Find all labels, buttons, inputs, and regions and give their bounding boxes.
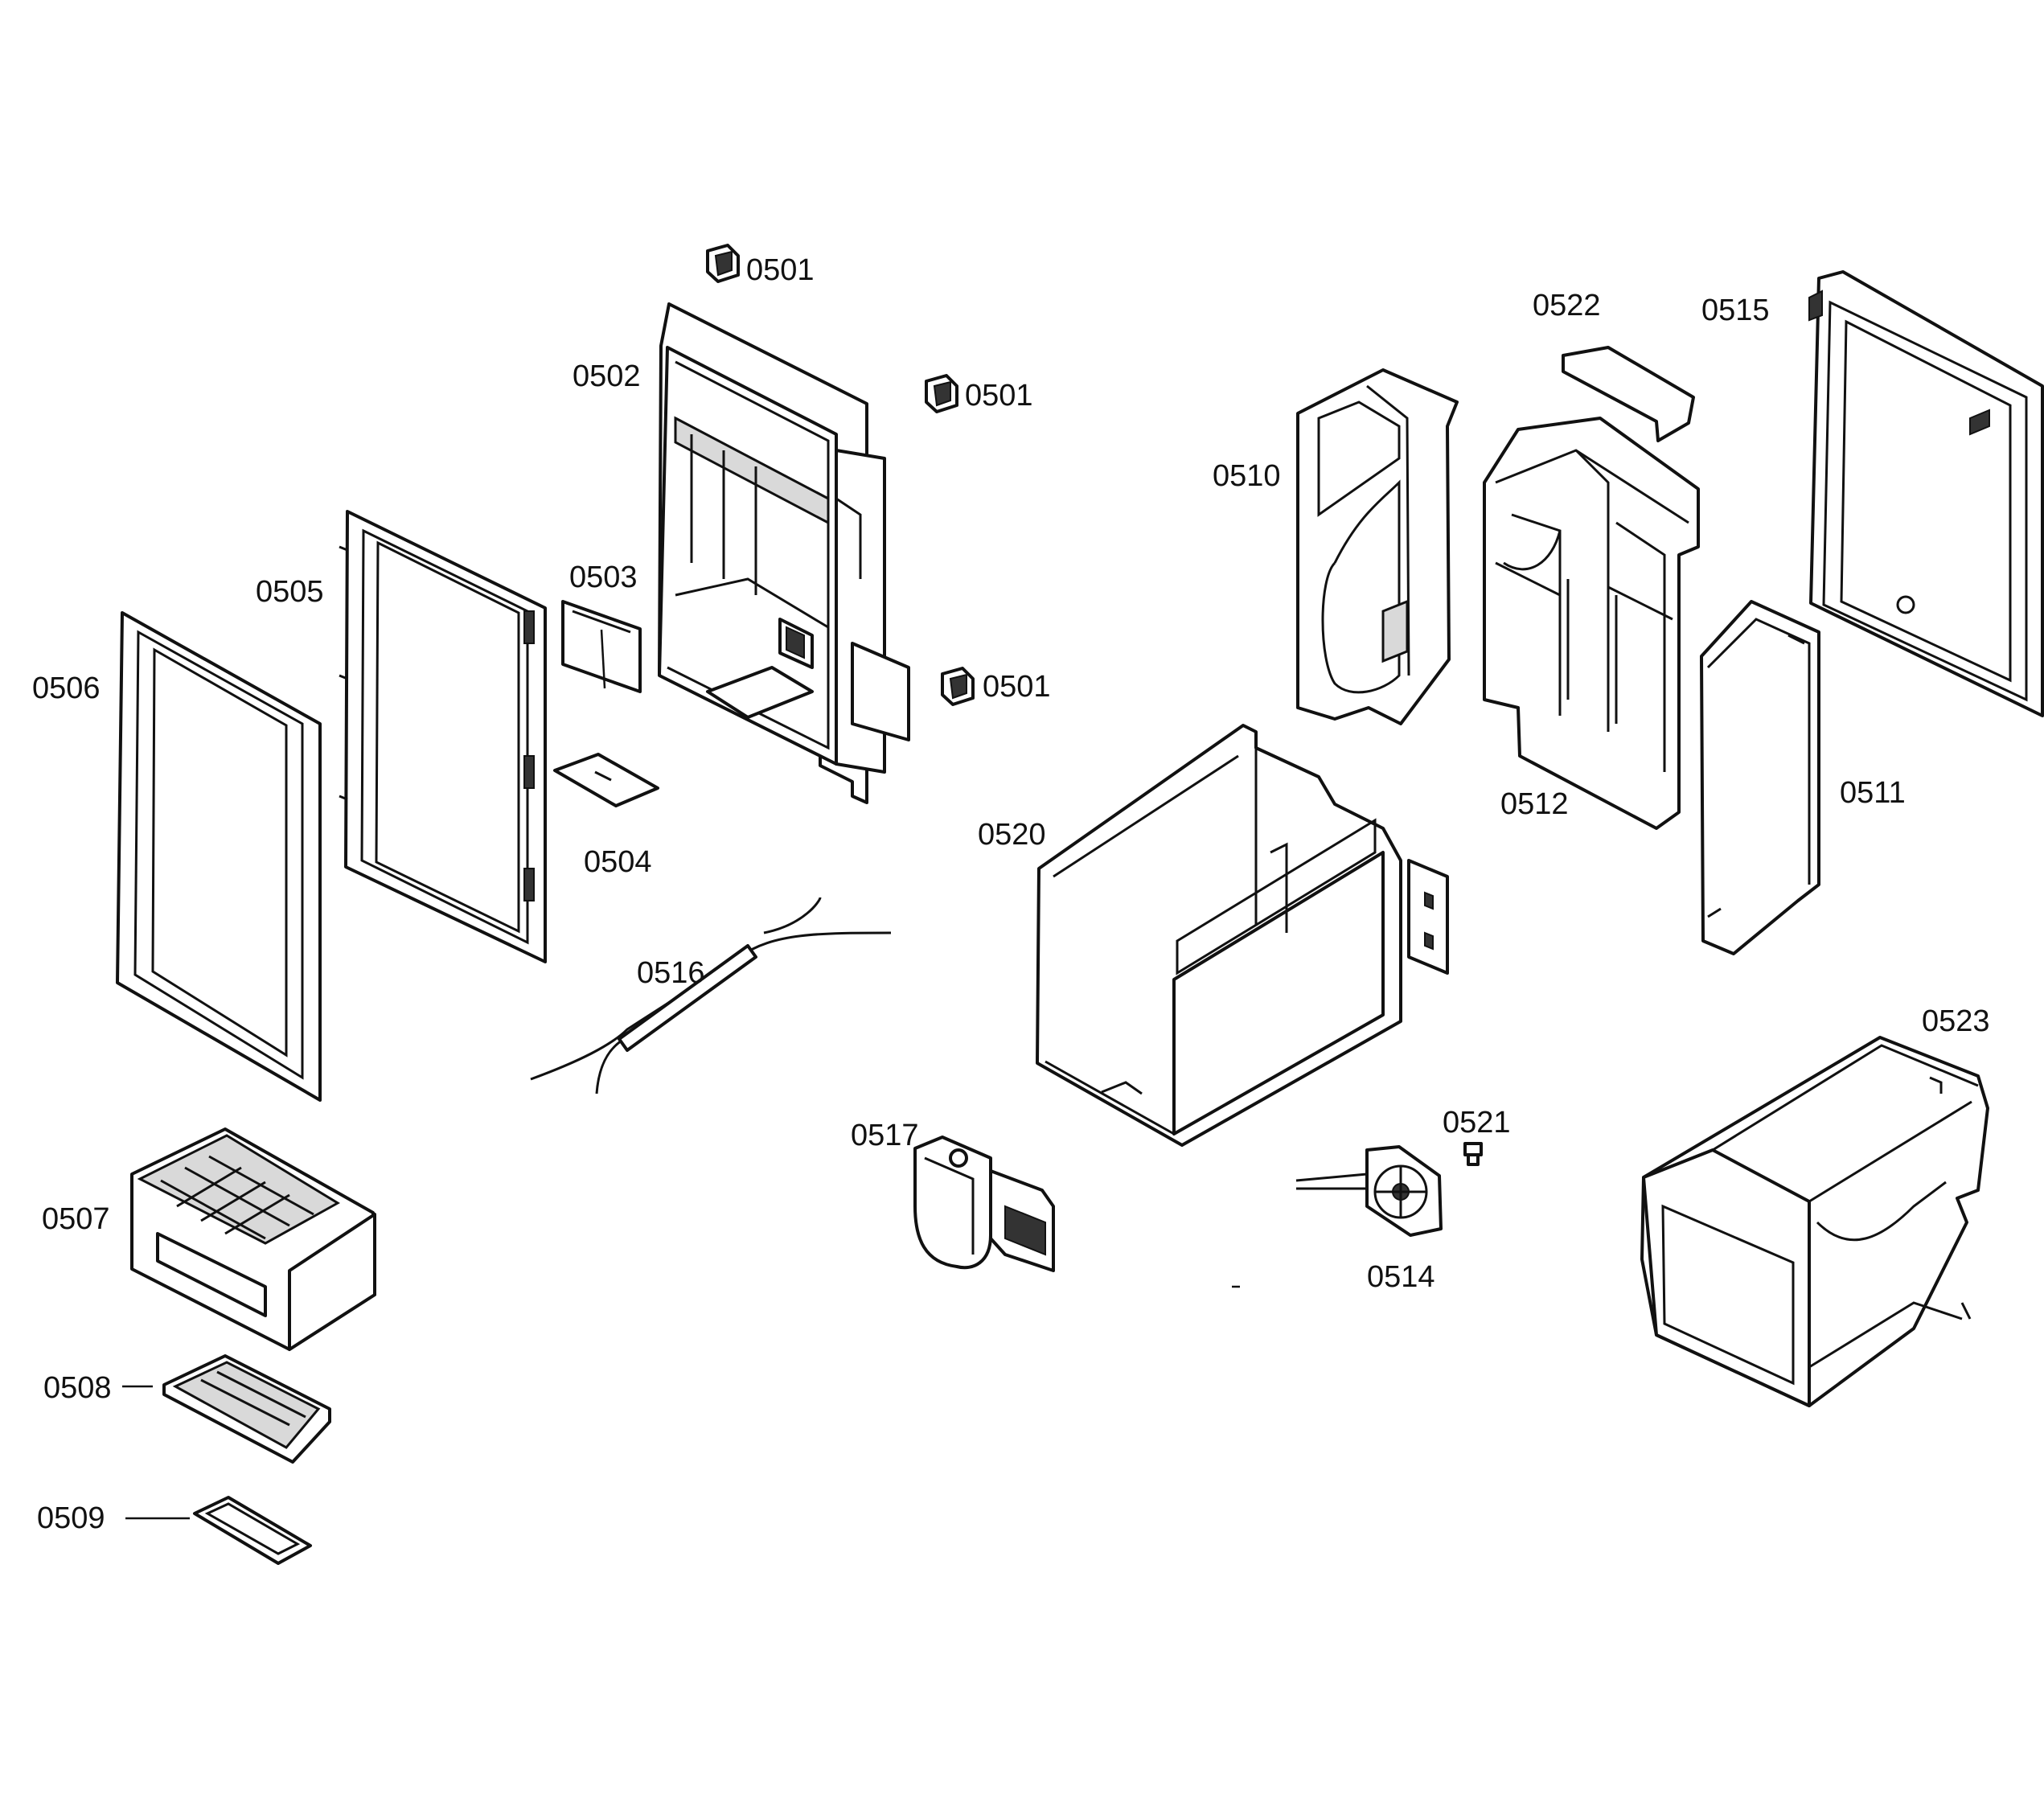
part-0501-clip-lower xyxy=(941,667,975,706)
label-0511: 0511 xyxy=(1840,776,1906,810)
label-0520: 0520 xyxy=(978,818,1046,852)
label-0501-lower: 0501 xyxy=(983,670,1051,704)
part-0509-drip-grid xyxy=(193,1496,312,1565)
label-0522: 0522 xyxy=(1533,289,1601,322)
part-0504-plate xyxy=(553,753,659,807)
label-0505: 0505 xyxy=(256,575,324,609)
part-0512-evaporator-housing xyxy=(1483,417,1700,830)
part-0520-bucket-frame xyxy=(1036,724,1449,1147)
part-0508-drip-tray xyxy=(162,1354,331,1464)
part-0502-dispenser-housing xyxy=(658,302,910,804)
label-0510: 0510 xyxy=(1213,459,1281,493)
part-0515-icemaker-frame xyxy=(1808,270,2044,717)
label-0517: 0517 xyxy=(851,1119,919,1152)
label-0521: 0521 xyxy=(1443,1106,1511,1140)
part-0516-heater-wire xyxy=(530,897,892,1094)
label-0509: 0509 xyxy=(37,1501,105,1535)
label-0504: 0504 xyxy=(584,845,652,879)
part-labels: 0501 0501 0501 0502 0503 0504 0505 0506 … xyxy=(32,253,1990,1535)
label-0512: 0512 xyxy=(1500,787,1569,821)
part-0514-fan xyxy=(1295,1145,1443,1237)
label-0523: 0523 xyxy=(1922,1004,1990,1038)
label-0506: 0506 xyxy=(32,671,101,705)
label-0508: 0508 xyxy=(43,1371,112,1405)
label-0507: 0507 xyxy=(42,1202,110,1236)
label-0516: 0516 xyxy=(637,956,705,990)
label-0515: 0515 xyxy=(1701,294,1770,327)
leader-lines xyxy=(122,629,1240,1520)
part-0505-door-frame xyxy=(339,510,547,963)
part-0510-air-duct xyxy=(1296,368,1459,725)
part-0517-auger-motor xyxy=(913,1136,1055,1272)
label-0501-top: 0501 xyxy=(746,253,815,287)
part-0523-ice-bucket xyxy=(1640,1036,1989,1407)
part-0507-dispenser-cover xyxy=(130,1127,376,1351)
part-0521-screw xyxy=(1463,1142,1483,1166)
part-0501-clip-middle xyxy=(925,374,958,413)
part-0522-cover xyxy=(1562,346,1695,442)
part-0506-door-panel xyxy=(116,611,322,1102)
label-0501-middle: 0501 xyxy=(965,379,1033,413)
label-0503: 0503 xyxy=(569,561,638,594)
part-0501-clip-top xyxy=(706,244,740,283)
part-0511-back-panel xyxy=(1700,600,1820,955)
label-0502: 0502 xyxy=(573,359,641,393)
label-0514: 0514 xyxy=(1367,1260,1435,1294)
